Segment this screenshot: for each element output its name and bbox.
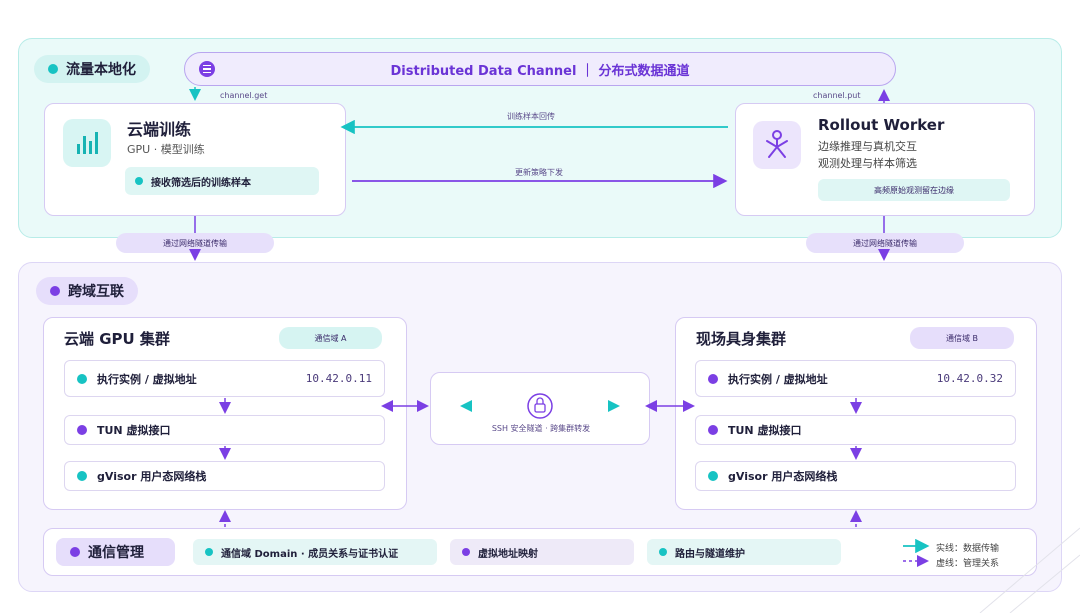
mgmt-item-domain: 通信域 Domain · 成员关系与证书认证 [193,539,437,565]
database-icon [199,61,215,77]
robot-agent-icon [753,121,801,169]
channel-put-label: channel.put [813,91,861,100]
rollout-line2: 观测处理与样本筛选 [818,157,917,170]
purple-dot-icon [77,425,87,435]
channel-title: Distributed Data Channel ｜ 分布式数据通道 [390,63,690,79]
cluster-a-title: 云端 GPU 集群 [64,330,170,348]
cluster-a-tun-row: TUN 虚拟接口 [64,415,385,445]
cluster-b-tun-row: TUN 虚拟接口 [695,415,1016,445]
channel-get-label: channel.get [220,91,268,100]
bar-chart-icon [63,119,111,167]
purple-dot-icon [462,548,470,556]
purple-dot-icon [708,373,718,384]
tunnel-transfer-tag-right: 通过网络隧道传输 [806,233,964,253]
cluster-a-instance-row: 执行实例 / 虚拟地址 10.42.0.11 [64,360,385,397]
training-sample-badge: 接收筛选后的训练样本 [125,167,319,195]
cross-domain-title: 跨域互联 [36,277,138,305]
mgmt-item-address-mapping: 虚拟地址映射 [450,539,634,565]
teal-dot-icon [77,373,87,384]
purple-dot-icon [708,425,718,435]
cluster-b-gvisor-row: gVisor 用户态网络栈 [695,461,1016,491]
teal-dot-icon [708,471,718,481]
cloud-training-title: 云端训练 [127,120,192,139]
cluster-b-title: 现场具身集群 [696,330,787,348]
tunnel-transfer-tag-left: 通过网络隧道传输 [116,233,274,253]
teal-dot-icon [659,548,667,556]
teal-dot-icon [77,471,87,481]
raw-observation-badge: 高频原始观测留在边缘 [818,179,1010,201]
cluster-a-ip: 10.42.0.11 [305,372,372,385]
purple-dot-icon [70,547,80,557]
policy-update-label: 更新策略下发 [515,168,563,177]
rollout-line1: 边缘推理与真机交互 [818,140,917,153]
sample-return-label: 训练样本回传 [507,112,555,121]
purple-dot-icon [50,286,60,296]
management-title: 通信管理 [56,538,175,566]
cloud-training-card: 云端训练 GPU · 模型训练 接收筛选后的训练样本 [44,103,346,216]
teal-dot-icon [135,177,143,185]
cloud-training-subtitle: GPU · 模型训练 [127,143,205,156]
data-channel-bar: Distributed Data Channel ｜ 分布式数据通道 [184,52,896,86]
teal-dot-icon [205,548,213,556]
cluster-b-ip: 10.42.0.32 [936,372,1003,385]
ssh-tunnel-caption: SSH 安全隧道 · 跨集群转发 [491,424,591,433]
rollout-worker-card: Rollout Worker 边缘推理与真机交互 观测处理与样本筛选 高频原始观… [735,103,1035,216]
teal-dot-icon [48,64,58,74]
cluster-b-domain-tag: 通信域 B [910,327,1014,349]
local-traffic-title: 流量本地化 [34,55,150,83]
legend-dashed-label: 虚线：管理关系 [936,559,1000,569]
cluster-a-gvisor-row: gVisor 用户态网络栈 [64,461,385,491]
cluster-a-domain-tag: 通信域 A [279,327,382,349]
rollout-worker-title: Rollout Worker [818,116,945,134]
cluster-b-instance-row: 执行实例 / 虚拟地址 10.42.0.32 [695,360,1016,397]
legend-solid-label: 实线：数据传输 [936,544,1000,554]
mgmt-item-routing: 路由与隧道维护 [647,539,841,565]
ssh-tunnel-box: SSH 安全隧道 · 跨集群转发 [430,372,650,445]
